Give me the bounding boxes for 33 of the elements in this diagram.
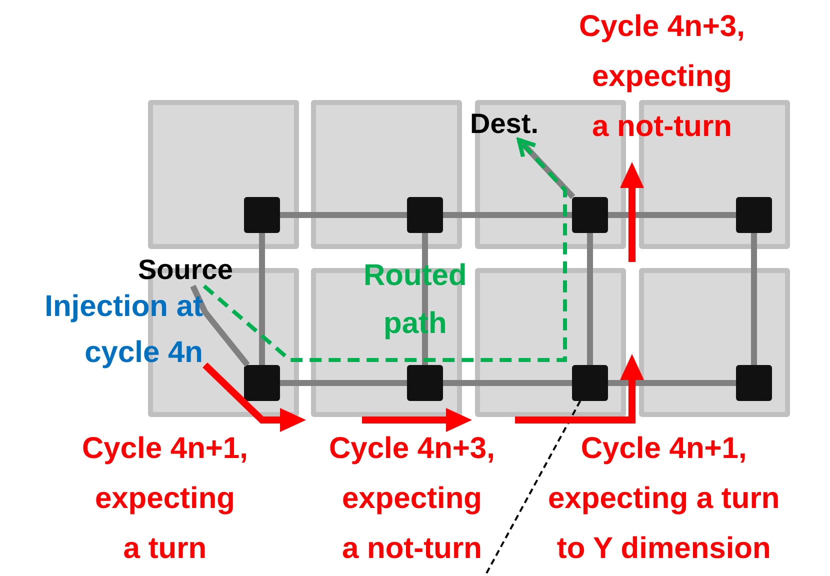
tile-box [311,100,462,249]
link-line [422,233,428,365]
tile-box [639,268,790,417]
router-square [736,197,772,233]
annotation-text: Cycle 4n+3, expecting a not-turn [579,9,745,145]
link-line [443,212,572,218]
source-label: Source [138,254,233,286]
annotation-text: Cycle 4n+1, expecting a turn to Y dimension [548,431,780,567]
path-label: Routed path [364,258,467,342]
router-square [407,365,443,401]
router-square [736,365,772,401]
link-line [608,212,736,218]
annotation-text: Cycle 4n+3, expecting a not-turn [329,431,495,567]
link-line [259,233,265,365]
link-line [751,233,757,365]
router-square [407,197,443,233]
link-line [280,212,407,218]
router-square [572,365,608,401]
routed-path-arrow [202,138,567,362]
link-line [608,380,736,386]
link-line [587,233,593,365]
router-square [244,365,280,401]
router-square [572,197,608,233]
destination-label: Dest. [470,108,538,140]
leader-line [190,284,250,367]
tile-box [148,100,299,249]
link-line [280,380,407,386]
annotation-text: Cycle 4n+1, expecting a turn [82,431,248,567]
annotation-text: Injection at cycle 4n [44,289,203,371]
router-square [244,197,280,233]
leader-line [484,400,582,576]
tile-box [475,268,626,417]
link-line [443,380,572,386]
